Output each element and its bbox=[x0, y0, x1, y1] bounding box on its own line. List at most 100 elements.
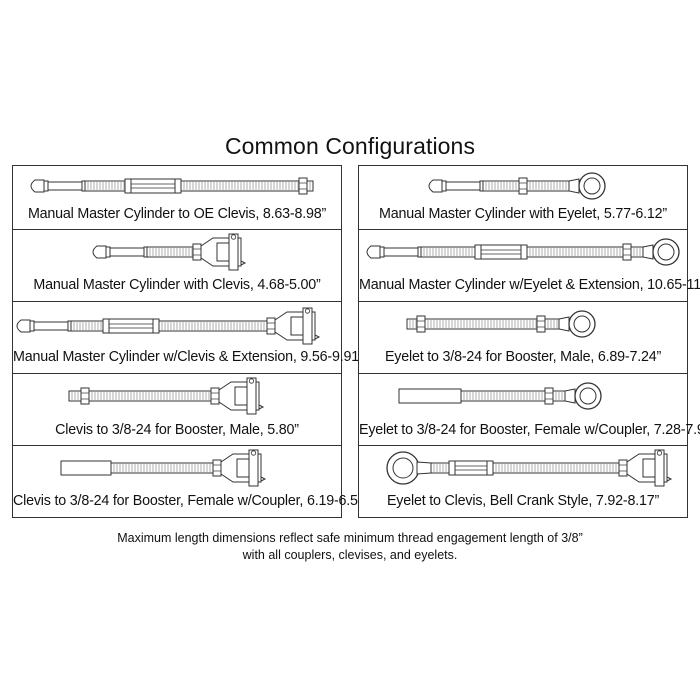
rod-diagram-eyelet-booster-female bbox=[398, 382, 602, 410]
clevis-pin bbox=[228, 233, 239, 271]
pushrod-shaft bbox=[445, 181, 481, 191]
eyelet-hole bbox=[579, 387, 597, 405]
coupler-body bbox=[454, 460, 488, 476]
hex-nut bbox=[618, 459, 628, 477]
panel-eyelet-booster-female: Eyelet to 3/8-24 for Booster, Female w/C… bbox=[358, 373, 700, 446]
hex-nut bbox=[416, 315, 426, 333]
panel-mmc-clevis-extension: Manual Master Cylinder w/Clevis & Extens… bbox=[12, 301, 364, 374]
rod-diagram-eyelet-booster-male bbox=[406, 310, 596, 338]
coupler-end bbox=[486, 460, 494, 476]
panel-caption: Clevis to 3/8-24 for Booster, Female w/C… bbox=[13, 493, 371, 509]
cotter-pin bbox=[240, 260, 247, 266]
panel-caption: Clevis to 3/8-24 for Booster, Male, 5.80… bbox=[55, 422, 299, 438]
coupler-end bbox=[448, 460, 456, 476]
hex-nut bbox=[544, 387, 554, 405]
clevis-pin bbox=[248, 449, 259, 487]
hex-nut bbox=[518, 177, 528, 195]
eyelet-neck bbox=[642, 244, 654, 260]
hex-nut bbox=[212, 459, 222, 477]
clevis-pin bbox=[654, 449, 665, 487]
panel-mmc-with-clevis: Manual Master Cylinder with Clevis, 4.68… bbox=[12, 229, 342, 302]
cotter-pin bbox=[260, 476, 267, 482]
cotter-pin bbox=[258, 404, 265, 410]
hex-nut bbox=[622, 243, 632, 261]
panel-caption: Manual Master Cylinder with Clevis, 4.68… bbox=[33, 277, 321, 293]
rod-diagram-mmc-clevis bbox=[92, 233, 247, 271]
piston-tip bbox=[16, 319, 31, 333]
panel-clevis-booster-male: Clevis to 3/8-24 for Booster, Male, 5.80… bbox=[12, 373, 342, 446]
eyelet-neck bbox=[564, 388, 576, 404]
rod-diagram-mmc-clevis-extension bbox=[16, 307, 321, 345]
panel-caption: Manual Master Cylinder w/Eyelet & Extens… bbox=[359, 277, 700, 293]
hex-nut bbox=[536, 315, 546, 333]
female-sleeve bbox=[398, 388, 462, 404]
panel-caption: Eyelet to Clevis, Bell Crank Style, 7.92… bbox=[386, 493, 660, 509]
female-sleeve bbox=[60, 460, 112, 476]
eyelet-hole bbox=[392, 457, 414, 479]
clevis-pin bbox=[302, 307, 313, 345]
coupler-end bbox=[520, 244, 528, 260]
rod-diagram-clevis-booster-male bbox=[68, 377, 265, 415]
piston-collar bbox=[105, 246, 111, 258]
rod-diagram-clevis-booster-female bbox=[60, 449, 267, 487]
eyelet-hole bbox=[657, 243, 675, 261]
piston-collar bbox=[43, 180, 49, 192]
panel-caption: Eyelet to 3/8-24 for Booster, Male, 6.89… bbox=[384, 349, 662, 365]
threaded-rod bbox=[424, 318, 538, 330]
pushrod-shaft bbox=[33, 321, 69, 331]
eyelet-neck bbox=[416, 461, 432, 475]
coupler-body bbox=[108, 318, 154, 334]
piston-tip bbox=[92, 245, 107, 259]
piston-collar bbox=[441, 180, 447, 192]
cotter-pin bbox=[314, 334, 321, 340]
coupler-end bbox=[174, 178, 182, 194]
hex-nut bbox=[210, 387, 220, 405]
panel-caption: Eyelet to 3/8-24 for Booster, Female w/C… bbox=[359, 422, 700, 438]
clevis-pin-head bbox=[248, 378, 255, 384]
panel-caption: Manual Master Cylinder with Eyelet, 5.77… bbox=[379, 206, 667, 222]
coupler-end bbox=[152, 318, 160, 334]
rod-diagram-mmc-oe-clevis bbox=[30, 177, 314, 195]
clevis-pin-head bbox=[230, 234, 237, 240]
eyelet-neck bbox=[558, 316, 570, 332]
pushrod-shaft bbox=[47, 181, 83, 191]
rod-diagram-eyelet-clevis bbox=[386, 449, 673, 487]
piston-tip bbox=[30, 179, 45, 193]
rod-diagram-mmc-eyelet bbox=[428, 172, 606, 200]
pushrod-shaft bbox=[109, 247, 145, 257]
page-title: Common Configurations bbox=[224, 133, 476, 159]
footnote-line-2: with all couplers, clevises, and eyelets… bbox=[242, 548, 458, 562]
pushrod-shaft bbox=[383, 247, 419, 257]
coupler-end bbox=[102, 318, 110, 334]
clevis-pin-head bbox=[304, 308, 311, 314]
panel-mmc-to-oe-clevis: Manual Master Cylinder to OE Clevis, 8.6… bbox=[12, 165, 342, 230]
panel-eyelet-to-clevis: Eyelet to Clevis, Bell Crank Style, 7.92… bbox=[358, 445, 688, 518]
coupler-end bbox=[124, 178, 132, 194]
panel-mmc-eyelet-extension: Manual Master Cylinder w/Eyelet & Extens… bbox=[358, 229, 700, 302]
piston-tip bbox=[428, 179, 443, 193]
clevis-pin-head bbox=[250, 450, 257, 456]
coupler-body bbox=[480, 244, 522, 260]
eyelet-hole bbox=[583, 177, 601, 195]
panel-mmc-with-eyelet: Manual Master Cylinder with Eyelet, 5.77… bbox=[358, 165, 688, 230]
hex-nut bbox=[192, 243, 202, 261]
piston-collar bbox=[379, 246, 385, 258]
coupler-end bbox=[474, 244, 482, 260]
rod-diagram-mmc-eyelet-extension bbox=[366, 238, 680, 266]
panel-caption: Manual Master Cylinder w/Clevis & Extens… bbox=[13, 349, 364, 365]
hex-nut bbox=[80, 387, 90, 405]
panel-clevis-booster-female: Clevis to 3/8-24 for Booster, Female w/C… bbox=[12, 445, 371, 518]
cotter-pin bbox=[666, 476, 673, 482]
footnote: Maximum length dimensions reflect safe m… bbox=[0, 530, 700, 564]
panel-eyelet-booster-male: Eyelet to 3/8-24 for Booster, Male, 6.89… bbox=[358, 301, 688, 374]
eyelet-neck bbox=[568, 178, 580, 194]
eyelet-hole bbox=[573, 315, 591, 333]
hex-nut bbox=[266, 317, 276, 335]
clevis-pin-head bbox=[656, 450, 663, 456]
piston-collar bbox=[29, 320, 35, 332]
clevis-pin bbox=[246, 377, 257, 415]
threaded-rod bbox=[406, 318, 418, 330]
hex-nut bbox=[298, 177, 308, 195]
coupler-body bbox=[130, 178, 176, 194]
